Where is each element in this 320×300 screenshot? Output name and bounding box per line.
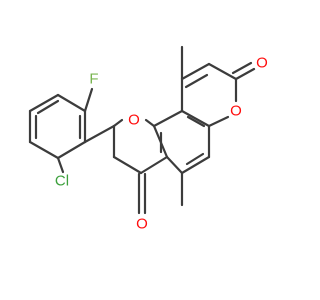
bond [144,118,156,128]
bond [28,93,60,113]
bond [83,87,94,113]
bond [207,62,238,81]
chlorine-atom-label: Cl [55,173,69,190]
structure-canvas: F Cl O O O O [28,45,268,233]
bond [152,109,184,128]
bond [185,152,205,166]
lactone-carbonyl-oxygen-label: O [256,55,268,72]
bond [180,109,211,128]
bond [112,118,124,128]
bond [28,140,60,160]
atom-label-layer: F Cl O O O O [55,55,268,233]
molecule-structure-diagram: F Cl O O O O [28,45,268,233]
bond [231,61,253,75]
bond-layer [28,45,256,215]
bond [112,155,143,175]
ring-ether-oxygen-label: O [128,112,140,129]
fluorine-atom-label: F [89,71,98,88]
bond [36,99,60,115]
bond [234,67,256,81]
bond [56,140,87,160]
bond [83,124,116,144]
bond [180,62,211,81]
bond [165,155,184,175]
ketone-oxygen-label: O [136,216,148,233]
bond [186,115,206,128]
bond [56,156,65,174]
bond [139,155,169,175]
bond [56,93,87,113]
lactone-ring-oxygen-label: O [230,103,242,120]
bond [180,155,211,175]
bond [184,73,209,89]
bond [207,115,230,128]
